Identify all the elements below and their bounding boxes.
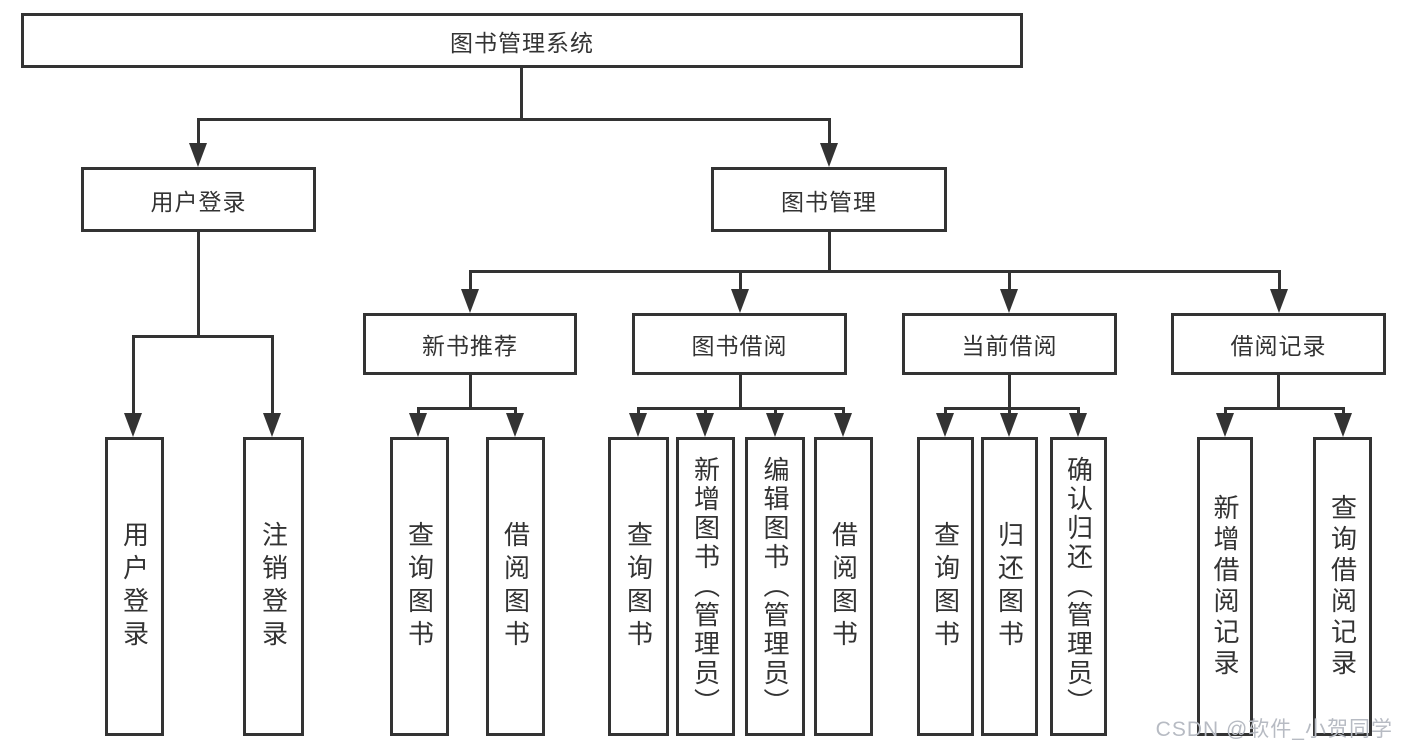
connector-line <box>469 270 1281 273</box>
connector-line <box>828 118 831 146</box>
leaf-add-borrow-record: 新增借阅记录 <box>1197 437 1253 736</box>
arrow-head <box>1000 289 1018 313</box>
connector-line <box>197 118 200 146</box>
arrow-head <box>936 413 954 437</box>
connector-line <box>828 232 831 272</box>
node-new-book-recommendation: 新书推荐 <box>363 313 577 375</box>
connector-line <box>1342 407 1345 416</box>
connector-line <box>417 407 420 416</box>
connector-line <box>1278 270 1281 292</box>
connector-line <box>1008 375 1011 409</box>
connector-line <box>132 335 274 338</box>
connector-line <box>1008 270 1011 292</box>
node-borrowing-records: 借阅记录 <box>1171 313 1386 375</box>
arrow-head <box>731 289 749 313</box>
connector-line <box>271 335 274 417</box>
arrow-head <box>1000 413 1018 437</box>
connector-line <box>944 407 1080 410</box>
node-book-borrowing: 图书借阅 <box>632 313 847 375</box>
leaf-edit-book-admin: 编辑图书（管理员） <box>745 437 805 736</box>
leaf-query-books-1: 查询图书 <box>390 437 449 736</box>
connector-line <box>520 68 523 120</box>
arrow-head <box>834 413 852 437</box>
connector-line <box>514 407 517 416</box>
connector-line <box>774 407 777 416</box>
connector-line <box>842 407 845 416</box>
arrow-head <box>124 413 142 437</box>
connector-line <box>469 375 472 409</box>
connector-line <box>197 118 831 121</box>
leaf-query-books-2: 查询图书 <box>608 437 669 736</box>
arrow-head <box>766 413 784 437</box>
connector-line <box>704 407 707 416</box>
leaf-borrow-books-1: 借阅图书 <box>486 437 545 736</box>
arrow-head <box>189 143 207 167</box>
connector-line <box>944 407 947 416</box>
connector-line <box>132 335 135 417</box>
leaf-logout: 注销登录 <box>243 437 304 736</box>
arrow-head <box>1270 289 1288 313</box>
leaf-query-books-3: 查询图书 <box>917 437 974 736</box>
connector-line <box>197 232 200 337</box>
node-library-management-system: 图书管理系统 <box>21 13 1023 68</box>
leaf-query-borrow-record: 查询借阅记录 <box>1313 437 1372 736</box>
arrow-head <box>461 289 479 313</box>
node-current-borrowing: 当前借阅 <box>902 313 1117 375</box>
connector-line <box>637 407 845 410</box>
connector-line <box>469 270 472 292</box>
leaf-user-login: 用户登录 <box>105 437 164 736</box>
node-user-login: 用户登录 <box>81 167 316 232</box>
connector-line <box>1277 375 1280 409</box>
arrow-head <box>696 413 714 437</box>
connector-line <box>739 270 742 292</box>
arrow-head <box>629 413 647 437</box>
connector-line <box>739 375 742 409</box>
connector-line <box>417 407 517 410</box>
arrow-head <box>409 413 427 437</box>
connector-line <box>1224 407 1344 410</box>
leaf-confirm-return-admin: 确认归还（管理员） <box>1050 437 1107 736</box>
connector-line <box>1224 407 1227 416</box>
arrow-head <box>820 143 838 167</box>
arrow-head <box>1334 413 1352 437</box>
arrow-head <box>263 413 281 437</box>
arrow-head <box>1216 413 1234 437</box>
arrow-head <box>506 413 524 437</box>
connector-line <box>1008 407 1011 416</box>
arrow-head <box>1069 413 1087 437</box>
connector-line <box>637 407 640 416</box>
connector-line <box>1077 407 1080 416</box>
watermark: CSDN @软件_小贺同学 <box>1155 718 1393 741</box>
leaf-add-book-admin: 新增图书（管理员） <box>676 437 735 736</box>
node-book-management: 图书管理 <box>711 167 947 232</box>
leaf-borrow-books-2: 借阅图书 <box>814 437 873 736</box>
leaf-return-books: 归还图书 <box>981 437 1038 736</box>
